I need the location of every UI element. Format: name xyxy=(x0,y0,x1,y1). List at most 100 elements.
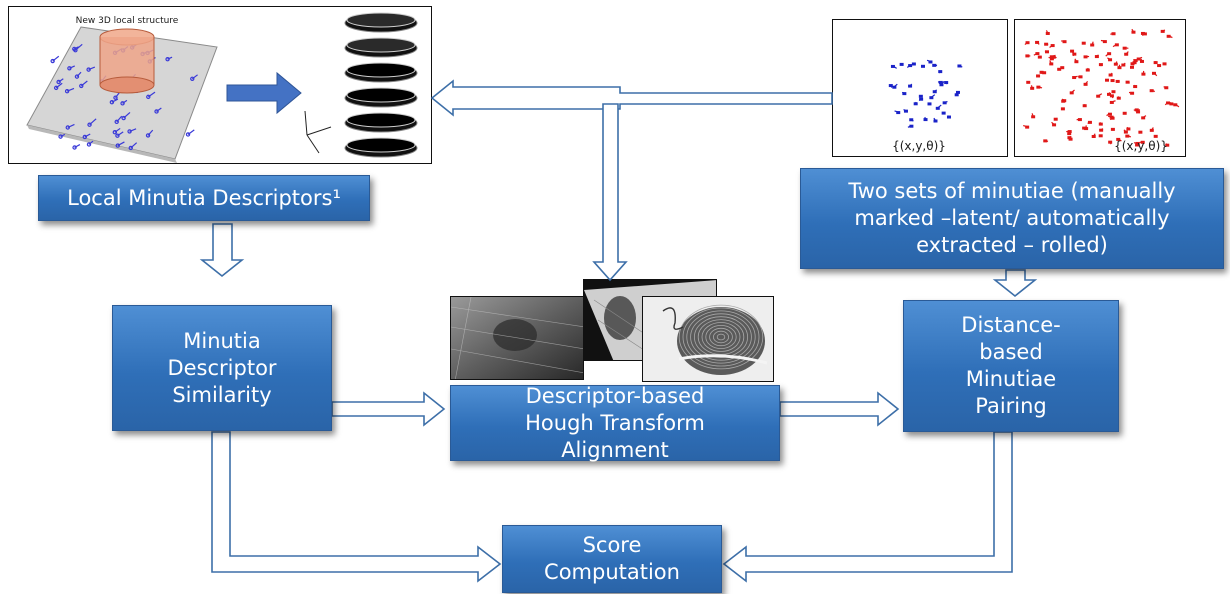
descriptor-disc-top xyxy=(346,87,416,103)
score-computation-box: Score Computation xyxy=(502,525,722,593)
plane-minutia-mark xyxy=(190,76,195,81)
minutia-direction xyxy=(1051,121,1055,125)
local-structure-illustration: New 3D local structure xyxy=(26,12,418,163)
plane-minutia-mark xyxy=(86,142,92,147)
minutia-direction xyxy=(1117,138,1122,142)
minutia-direction xyxy=(933,117,936,121)
minutia-direction xyxy=(894,110,899,113)
minutia-direction xyxy=(890,84,893,88)
minutia-direction xyxy=(1136,143,1140,147)
score-computation-label: Score Computation xyxy=(544,533,680,584)
minutia-direction xyxy=(1023,124,1028,128)
minutia-direction xyxy=(920,95,923,98)
plane-minutia-direction xyxy=(84,133,91,138)
minutiae-plot-latent: {(x,y,θ)} xyxy=(832,19,1008,157)
plane-minutia-mark xyxy=(121,115,126,121)
blue-minutiae-scatter: {(x,y,θ)} xyxy=(888,59,963,153)
plane-minutia-mark xyxy=(56,79,61,85)
minutia-direction xyxy=(906,64,911,68)
minutia-descriptor-similarity-label: Minutia Descriptor Similarity xyxy=(167,328,277,407)
minutia-direction xyxy=(1168,101,1172,104)
minutia-direction xyxy=(1107,57,1111,60)
minutia-point xyxy=(1136,110,1141,114)
minutia-point xyxy=(1110,79,1115,83)
plane-minutia-mark xyxy=(113,95,118,100)
plane-minutia-direction xyxy=(60,133,66,138)
arrow-pairing-to-score xyxy=(722,431,1013,583)
minutia-point xyxy=(1096,94,1101,98)
minutia-direction xyxy=(1100,39,1105,42)
local-minutia-descriptors-box: Local Minutia Descriptors¹ xyxy=(38,175,370,221)
minutia-direction xyxy=(1096,54,1099,57)
minutia-direction xyxy=(943,112,945,115)
minutia-point xyxy=(1094,55,1099,59)
fingerprint-ridge xyxy=(709,327,733,347)
minutia-direction xyxy=(1138,131,1141,134)
minutia-point xyxy=(1108,58,1113,62)
minutia-point xyxy=(1126,127,1131,131)
minutia-direction xyxy=(1110,32,1114,35)
minutia-point xyxy=(1121,63,1126,67)
minutia-point xyxy=(1123,130,1128,134)
minutia-point xyxy=(1052,123,1057,127)
local-structure-figure: New 3D local structure xyxy=(8,6,432,164)
descriptor-disc-top xyxy=(346,137,416,153)
minutia-point xyxy=(1141,72,1146,76)
minutia-direction xyxy=(926,59,931,63)
minutia-direction xyxy=(1036,41,1040,45)
minutia-point xyxy=(928,60,933,64)
minutia-point xyxy=(929,96,934,100)
minutia-direction xyxy=(1124,47,1129,49)
minutia-point xyxy=(1160,29,1165,33)
minutia-point xyxy=(1164,86,1169,90)
minutia-direction xyxy=(1100,128,1104,131)
minutia-point xyxy=(892,85,897,89)
minutia-direction xyxy=(1074,58,1077,62)
plane-minutia-mark xyxy=(72,145,77,150)
plane-minutia-direction xyxy=(191,74,198,80)
minutia-point xyxy=(1124,52,1129,56)
minutia-point xyxy=(1045,31,1050,35)
fingerprint-ridge xyxy=(686,310,756,364)
minutia-direction xyxy=(1072,53,1075,57)
plane-minutia-direction xyxy=(187,129,195,135)
minutia-point xyxy=(1037,55,1042,59)
axes-icon xyxy=(304,110,332,154)
minutia-point xyxy=(1153,61,1158,65)
descriptor-disc-top xyxy=(346,12,416,28)
minutia-direction xyxy=(903,109,907,112)
minutia-direction xyxy=(1138,56,1143,60)
minutia-direction xyxy=(1097,93,1103,97)
minutia-direction xyxy=(1131,28,1134,32)
minutia-point xyxy=(1074,60,1079,64)
minutia-point xyxy=(1091,135,1096,139)
minutia-direction xyxy=(938,70,941,74)
minutia-direction xyxy=(924,116,927,120)
plane-minutia-direction xyxy=(89,118,97,126)
plane-minutia-direction xyxy=(122,99,128,104)
minutia-direction xyxy=(1117,96,1120,98)
minutia-direction xyxy=(1106,113,1111,117)
plane-minutia-mark xyxy=(86,67,91,72)
minutia-point xyxy=(1098,122,1103,126)
minutia-direction xyxy=(1133,84,1136,87)
fingerprint-ridge xyxy=(705,324,737,350)
minutia-point xyxy=(1131,30,1136,34)
minutia-point xyxy=(1031,115,1036,119)
hough-transform-alignment-box: Descriptor-based Hough Transform Alignme… xyxy=(450,384,780,462)
minutia-direction xyxy=(907,125,912,128)
minutia-direction xyxy=(1105,79,1108,82)
minutia-direction xyxy=(1112,43,1118,48)
fingerprint-ridge xyxy=(713,330,730,344)
minutia-point xyxy=(1045,50,1050,54)
plane-minutia-direction xyxy=(88,66,96,71)
plane-minutia-direction xyxy=(74,144,81,149)
minutia-direction xyxy=(1085,80,1089,85)
minutia-direction xyxy=(1154,135,1157,138)
plane-minutia-mark xyxy=(112,129,118,135)
minutia-direction xyxy=(1111,100,1116,103)
minutia-direction xyxy=(1027,54,1031,57)
minutia-point xyxy=(1053,117,1058,121)
arrow-sets-to-pairing xyxy=(992,269,1038,298)
minutia-point xyxy=(1109,115,1114,119)
